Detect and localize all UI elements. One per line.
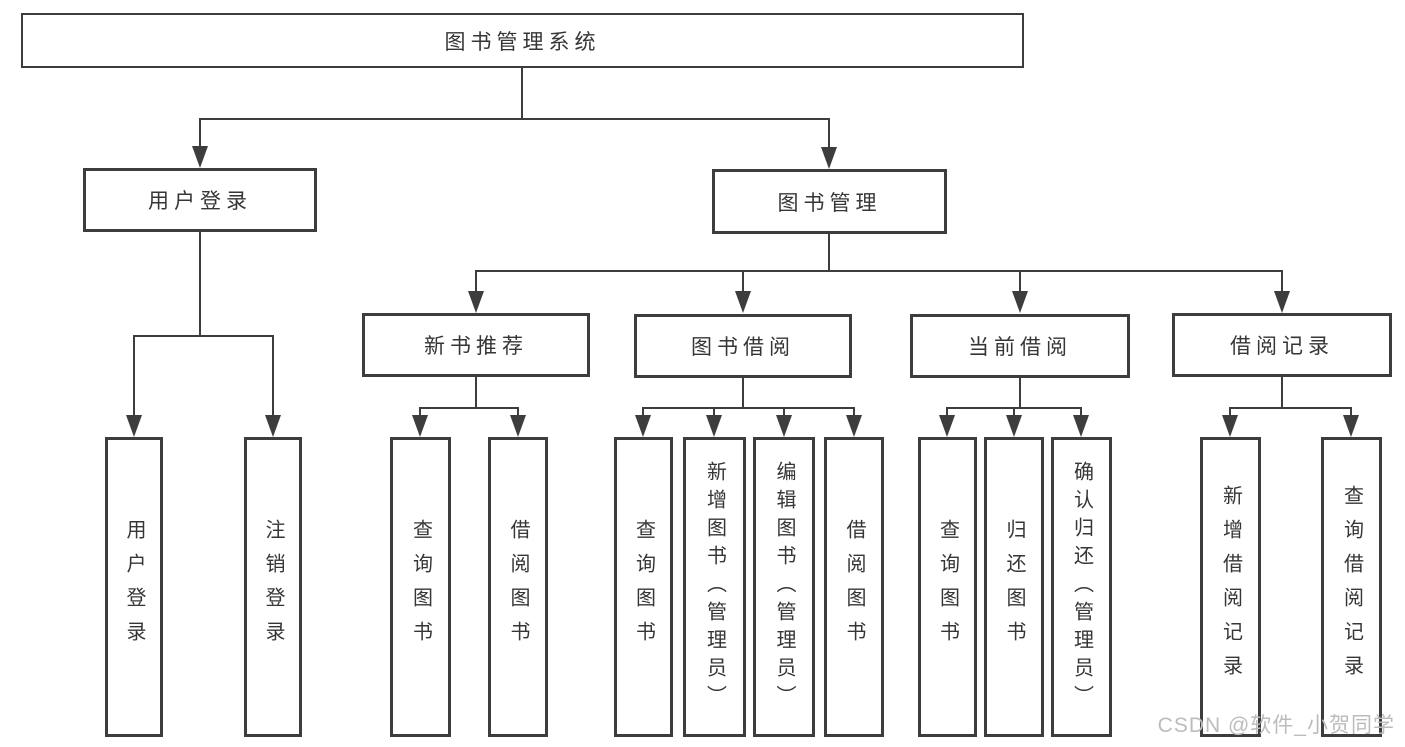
connector-v — [521, 68, 523, 119]
leaf-query-books-current: 查询图书 — [918, 437, 977, 737]
leaf-label: 确认归还（管理员） — [1070, 461, 1093, 713]
arrowhead-down-icon — [706, 415, 722, 437]
leaf-add-borrow-record: 新增借阅记录 — [1200, 437, 1261, 737]
leaf-label: 注销登录 — [262, 519, 284, 655]
leaf-borrow-books-borrowing: 借阅图书 — [824, 437, 884, 737]
leaf-edit-book-admin: 编辑图书（管理员） — [753, 437, 815, 737]
node-user-login: 用户登录 — [83, 168, 317, 232]
connector-v — [742, 270, 744, 293]
connector-v — [1229, 407, 1231, 417]
connector-h — [199, 118, 830, 120]
node-book-borrowing: 图书借阅 — [634, 314, 852, 378]
connector-h — [475, 270, 1283, 272]
arrowhead-down-icon — [468, 291, 484, 313]
connector-v — [1080, 407, 1082, 417]
arrowhead-down-icon — [939, 415, 955, 437]
arrowhead-down-icon — [1012, 291, 1028, 313]
connector-v — [272, 335, 274, 417]
connector-v — [199, 118, 201, 150]
connector-h — [642, 407, 855, 409]
connector-v — [1350, 407, 1352, 417]
leaf-query-books-borrowing: 查询图书 — [614, 437, 673, 737]
leaf-label: 查询图书 — [632, 519, 655, 655]
leaf-return-books: 归还图书 — [984, 437, 1044, 737]
arrowhead-down-icon — [265, 415, 281, 437]
arrowhead-down-icon — [1274, 291, 1290, 313]
arrowhead-down-icon — [1073, 415, 1089, 437]
connector-v — [853, 407, 855, 417]
leaf-user-login: 用户登录 — [105, 437, 163, 737]
leaf-label: 借阅图书 — [507, 519, 529, 655]
node-borrowing-records: 借阅记录 — [1172, 313, 1392, 377]
leaf-label: 查询图书 — [409, 519, 432, 655]
connector-v — [1281, 270, 1283, 293]
connector-v — [783, 407, 785, 417]
node-current-borrowing: 当前借阅 — [910, 314, 1130, 378]
leaf-add-book-admin: 新增图书（管理员） — [683, 437, 746, 737]
leaf-label: 查询图书 — [936, 519, 959, 655]
arrowhead-down-icon — [192, 146, 208, 168]
connector-v — [1281, 377, 1283, 409]
leaf-label: 查询借阅记录 — [1340, 485, 1363, 689]
connector-v — [742, 378, 744, 409]
arrowhead-down-icon — [1222, 415, 1238, 437]
node-new-book-recommend: 新书推荐 — [362, 313, 590, 377]
connector-h — [1229, 407, 1352, 409]
connector-v — [1013, 407, 1015, 417]
connector-v — [713, 407, 715, 417]
leaf-confirm-return-admin: 确认归还（管理员） — [1051, 437, 1112, 737]
leaf-borrow-books-recommend: 借阅图书 — [488, 437, 548, 737]
leaf-query-books-recommend: 查询图书 — [390, 437, 451, 737]
connector-v — [828, 234, 830, 272]
connector-v — [828, 118, 830, 150]
connector-v — [642, 407, 644, 417]
arrowhead-down-icon — [1006, 415, 1022, 437]
node-book-management: 图书管理 — [712, 169, 947, 234]
connector-v — [419, 407, 421, 417]
leaf-label: 借阅图书 — [843, 519, 865, 655]
connector-v — [1019, 378, 1021, 409]
arrowhead-down-icon — [635, 415, 651, 437]
leaf-logout: 注销登录 — [244, 437, 302, 737]
connector-v — [475, 270, 477, 293]
connector-v — [1019, 270, 1021, 293]
connector-v — [199, 232, 201, 337]
arrowhead-down-icon — [412, 415, 428, 437]
connector-v — [475, 377, 477, 409]
leaf-label: 新增借阅记录 — [1219, 485, 1242, 689]
leaf-label: 用户登录 — [123, 519, 145, 655]
node-root: 图书管理系统 — [21, 13, 1024, 68]
arrowhead-down-icon — [776, 415, 792, 437]
connector-h — [133, 335, 274, 337]
connector-v — [946, 407, 948, 417]
watermark: CSDN @软件_小贺同学 — [1157, 714, 1395, 737]
leaf-label: 新增图书（管理员） — [703, 461, 726, 713]
arrowhead-down-icon — [1343, 415, 1359, 437]
leaf-label: 归还图书 — [1003, 519, 1025, 655]
arrowhead-down-icon — [510, 415, 526, 437]
arrowhead-down-icon — [821, 147, 837, 169]
arrowhead-down-icon — [735, 291, 751, 313]
arrowhead-down-icon — [846, 415, 862, 437]
leaf-label: 编辑图书（管理员） — [773, 461, 795, 713]
connector-v — [133, 335, 135, 417]
connector-h — [419, 407, 519, 409]
leaf-query-borrow-record: 查询借阅记录 — [1321, 437, 1382, 737]
arrowhead-down-icon — [126, 415, 142, 437]
connector-v — [517, 407, 519, 417]
